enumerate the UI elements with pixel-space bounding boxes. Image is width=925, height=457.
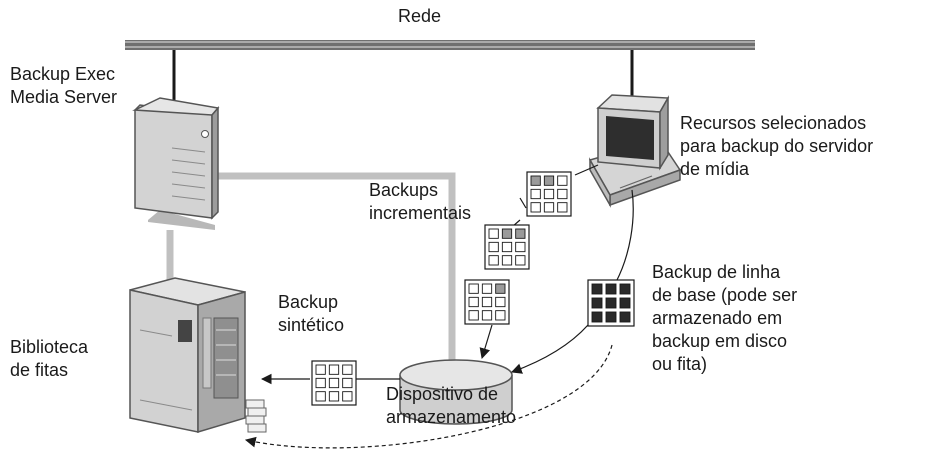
- grid-cell: [468, 310, 479, 321]
- tape-library-icon: [129, 277, 267, 434]
- grid-cell: [557, 175, 568, 186]
- grid-cell: [488, 228, 499, 239]
- synthetic-backup-label: Backup sintético: [278, 292, 345, 335]
- grid-cell: [342, 377, 353, 389]
- grid-cell: [543, 188, 555, 200]
- grid-cell: [315, 364, 326, 375]
- grid-cell: [481, 310, 493, 321]
- grid-cell: [543, 202, 555, 213]
- grid-cell: [328, 377, 340, 389]
- grid-cell: [605, 311, 617, 323]
- grid-cell: [515, 255, 526, 266]
- grid-cell: [605, 297, 617, 309]
- grid-cell: [530, 175, 541, 186]
- tape-library-label: Biblioteca de fitas: [10, 337, 89, 380]
- grid-cell: [501, 255, 513, 266]
- baseline-to-storage-arrow: [510, 324, 589, 374]
- grid-cell: [328, 391, 340, 402]
- grid-cell: [591, 311, 603, 323]
- grid-cell: [488, 255, 499, 266]
- grid-cell: [342, 364, 353, 375]
- gray-connection-lines: [166, 172, 456, 362]
- incremental-grid-2-icon: [484, 224, 530, 270]
- storage-device-label: Dispositivo de armazenamento: [386, 384, 517, 427]
- selected-resources-label: Recursos selecionados para backup do ser…: [680, 113, 874, 179]
- grid-cell: [591, 283, 603, 295]
- grid-cell: [530, 202, 541, 213]
- grid-cell: [481, 296, 493, 308]
- grid-cell: [543, 175, 555, 186]
- grid-cell: [557, 188, 568, 200]
- grid-cell: [557, 202, 568, 213]
- grid-cell: [468, 296, 479, 308]
- grid-cell: [328, 364, 340, 375]
- grid-cell: [619, 297, 631, 309]
- grid-cell: [481, 283, 493, 294]
- media-server-label: Backup Exec Media Server: [10, 64, 118, 107]
- grid-cell: [488, 241, 499, 253]
- baseline-backup-label: Backup de linha de base (pode ser armaze…: [652, 262, 798, 374]
- synthetic-grid-icon: [311, 360, 357, 406]
- grid-cell: [495, 310, 506, 321]
- network-bar: [125, 40, 755, 50]
- baseline-grid-icon: [587, 279, 635, 327]
- incremental-grid-3-icon: [464, 279, 510, 325]
- incremental-grid-1-icon: [526, 171, 572, 217]
- workstation-icon: [588, 94, 682, 208]
- grid-cell: [315, 377, 326, 389]
- grid-cell: [495, 296, 506, 308]
- storage-cylinder-icon: [399, 359, 513, 425]
- grid-cell: [468, 283, 479, 294]
- grid-cell: [501, 241, 513, 253]
- server-tower-icon: [132, 97, 220, 230]
- grid-cell: [495, 283, 506, 294]
- workstation-to-baseline-line: [615, 189, 634, 283]
- grid-cell: [619, 311, 631, 323]
- grid-cell: [530, 188, 541, 200]
- backup-grids: [311, 171, 635, 406]
- grid-cell: [619, 283, 631, 295]
- grid-cell: [515, 228, 526, 239]
- incremental-backups-label: Backups incrementais: [369, 180, 472, 223]
- incremental-to-storage-arrow: [479, 324, 493, 360]
- grid-cell: [605, 283, 617, 295]
- network-label: Rede: [398, 6, 442, 26]
- baseline-to-tape-dashed-arrow: [244, 344, 613, 449]
- grid-cell: [501, 228, 513, 239]
- grid-cell: [515, 241, 526, 253]
- grid-cell: [315, 391, 326, 402]
- grid-cell: [591, 297, 603, 309]
- grid-cell: [342, 391, 353, 402]
